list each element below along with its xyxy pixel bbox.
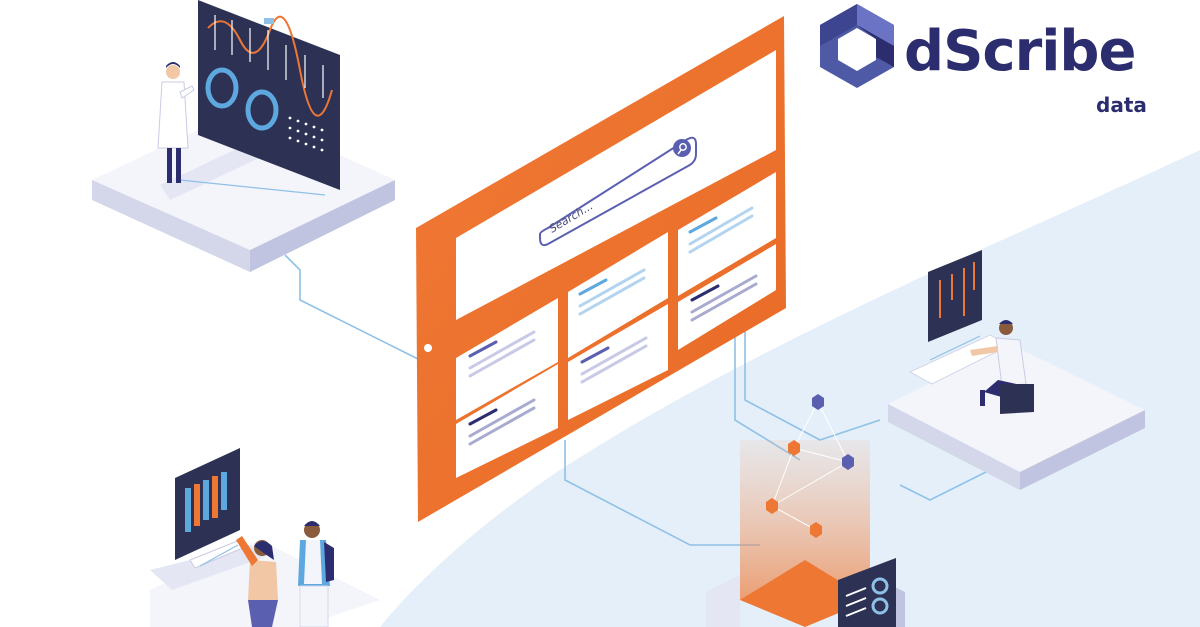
dashboard-panel-bottom: [838, 558, 896, 627]
data-beam: [706, 440, 905, 627]
brand-name: dScribe: [904, 19, 1136, 84]
bar-chart-panel: [175, 448, 240, 560]
dscribe-hexagon-logo-icon: [820, 4, 894, 88]
background-swoosh: [380, 150, 1200, 627]
dashboard-panel-right: [928, 250, 982, 342]
person-analyst-man: [298, 521, 334, 627]
dashboard-panel-top-left: [198, 0, 340, 190]
person-scientist: [157, 62, 195, 183]
dscribe-logo[interactable]: dScribe data: [812, 0, 1172, 130]
person-analyst-woman: [236, 536, 278, 627]
magnifier-icon[interactable]: [673, 139, 691, 157]
data-nodes: [766, 394, 854, 538]
brand-sub: data: [1096, 93, 1147, 117]
person-at-laptop: [970, 320, 1034, 414]
